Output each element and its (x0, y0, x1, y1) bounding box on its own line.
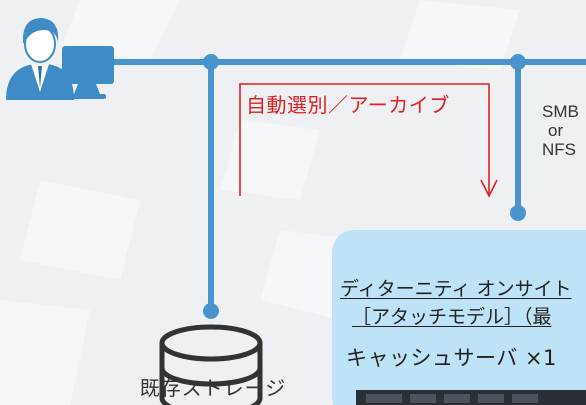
server-node (510, 205, 526, 221)
background-pattern (0, 0, 520, 405)
panel-title: ディターニティ オンサイト (340, 278, 572, 300)
protocol-or: or (548, 121, 564, 140)
user-icon (6, 18, 74, 100)
flow-arrow (239, 83, 490, 196)
panel-subtitle: ［アタッチモデル］（最 (352, 306, 552, 328)
bus-node-storage (203, 54, 219, 70)
server-icon (356, 390, 586, 405)
storage-node (203, 303, 219, 319)
existing-storage-label: 既存ストレージ (139, 376, 287, 400)
protocol-smb: SMB (542, 102, 579, 121)
monitor-icon (62, 46, 114, 99)
cache-server-label: キャッシュサーバ ×1 (346, 346, 557, 370)
flow-label: 自動選別／アーカイブ (246, 93, 450, 117)
system-panel (332, 230, 586, 405)
flow-arrowhead (480, 179, 498, 198)
protocol-nfs: NFS (542, 140, 576, 159)
bus-node-server (510, 54, 526, 70)
